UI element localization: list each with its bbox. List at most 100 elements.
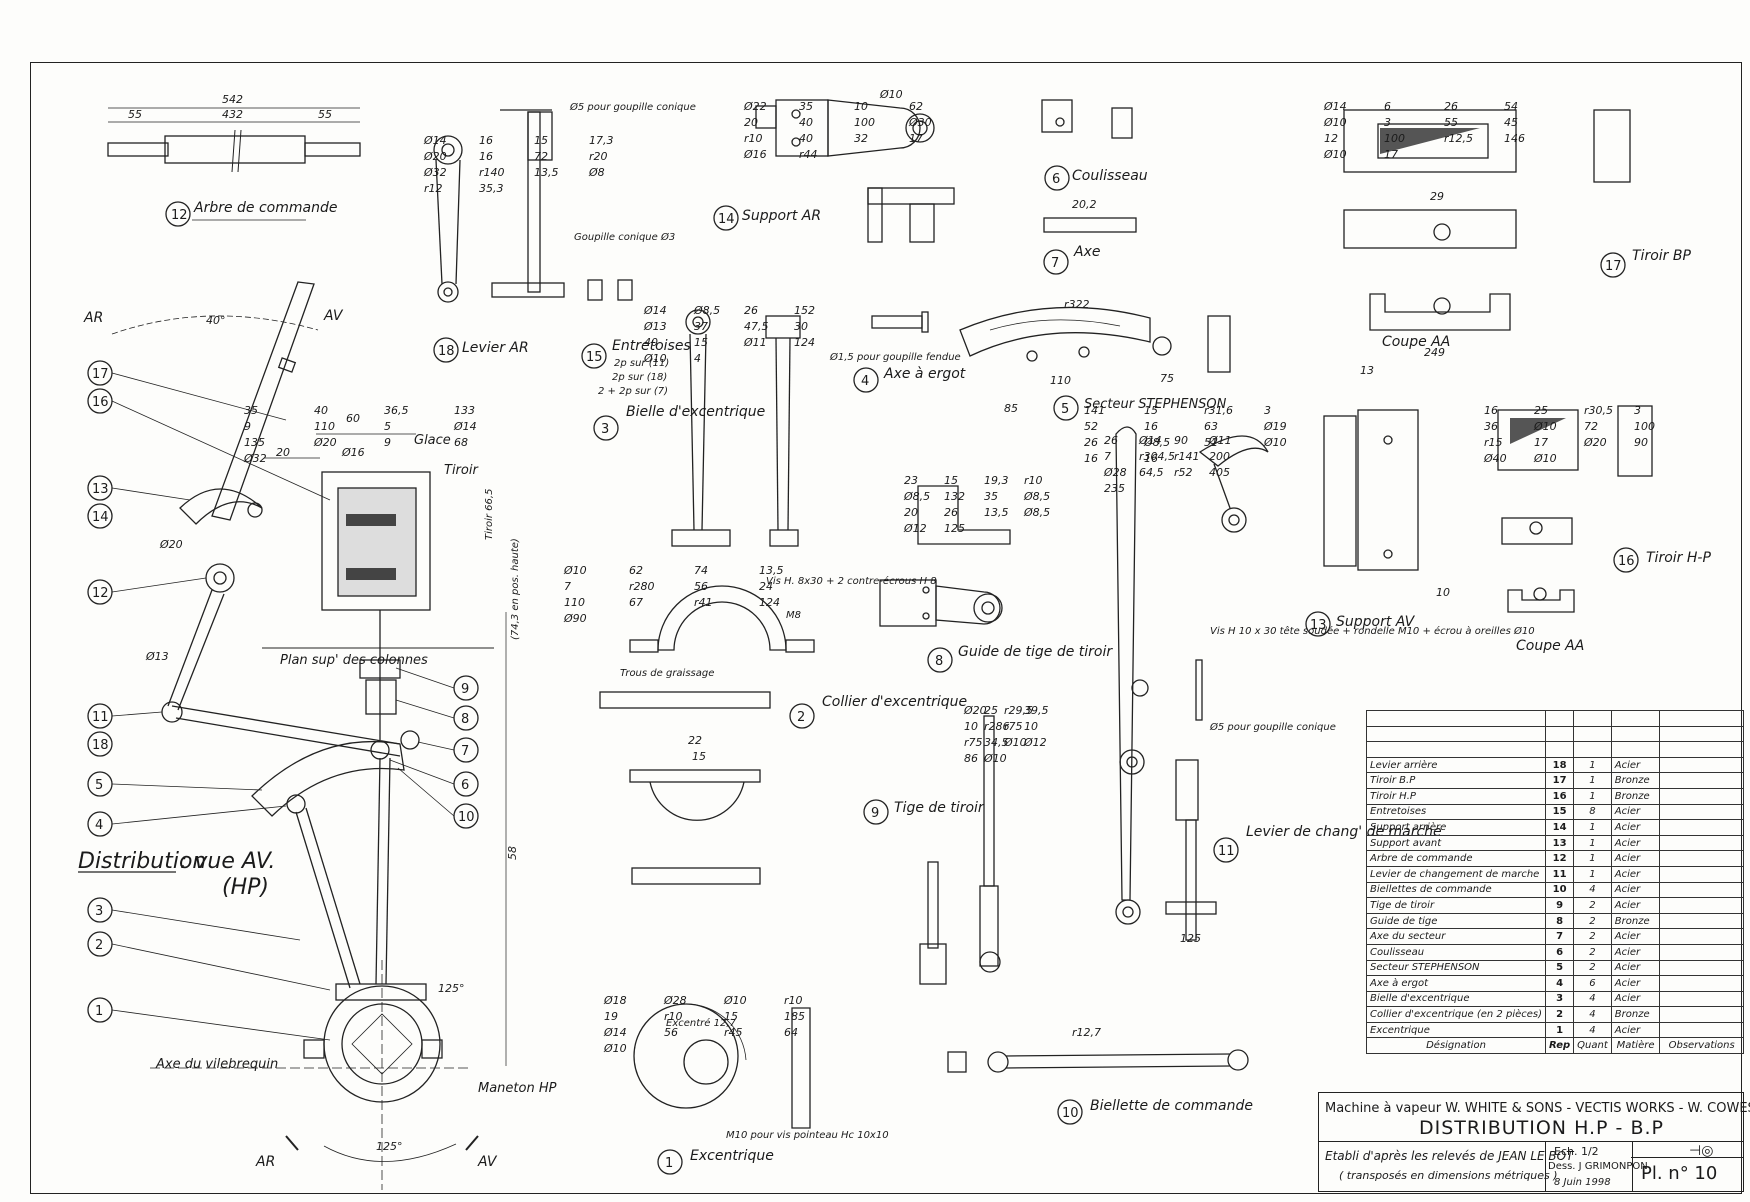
label-coupe-aa-2: Coupe AA bbox=[1516, 638, 1584, 654]
dim-r75: Ø20 bbox=[159, 538, 183, 551]
callout-16: 16 bbox=[92, 395, 109, 410]
cell-rep bbox=[1545, 725, 1575, 743]
dim-133: 249 bbox=[1424, 346, 1445, 359]
note-goupille-conique: Goupille conique Ø3 bbox=[574, 231, 675, 243]
cell-rep: 8 bbox=[1545, 912, 1575, 930]
dim-72: 60 bbox=[346, 412, 360, 425]
cell-quant: 4 bbox=[1573, 1006, 1612, 1023]
dimension-label: Ø10 bbox=[1533, 420, 1557, 433]
title-block: Machine à vapeur W. WHITE & SONS - VECTI… bbox=[1318, 1092, 1750, 1192]
dimension-label: 86 bbox=[964, 752, 978, 765]
dimension-label: 185 bbox=[784, 1010, 805, 1023]
dimension-label: Ø20 bbox=[963, 704, 987, 717]
cell-matiere bbox=[1610, 710, 1661, 727]
dimension-label: Ø8,5 bbox=[693, 304, 720, 317]
main-title-sub: (HP) bbox=[222, 875, 269, 900]
dimension-label: Ø8,5 bbox=[1143, 436, 1170, 449]
entretoises-line2: 2p sur (18) bbox=[612, 372, 667, 383]
dimension-label: 235 bbox=[1104, 482, 1125, 495]
dim-29: 13 bbox=[1360, 364, 1374, 377]
cell-rep: 16 bbox=[1545, 787, 1575, 805]
cell-quant: 2 bbox=[1573, 897, 1612, 914]
cell-matiere: Acier bbox=[1610, 756, 1661, 774]
callout-11: 11 bbox=[92, 710, 109, 725]
cell-observations bbox=[1659, 710, 1744, 727]
dimension-label: 25 bbox=[984, 704, 998, 717]
cell-designation bbox=[1365, 710, 1547, 727]
cell-matiere: Acier bbox=[1610, 819, 1661, 836]
cell-rep: 1 bbox=[1545, 1021, 1575, 1039]
callout-11-top: 11 bbox=[1218, 844, 1235, 859]
cell-quant: 4 bbox=[1573, 990, 1612, 1008]
dimension-label: 32 bbox=[854, 132, 868, 145]
dimension-label: 15 bbox=[694, 336, 708, 349]
dimension-label: 63 bbox=[1204, 420, 1218, 433]
dimension-label: 67 bbox=[629, 596, 643, 609]
cell-matiere: Acier bbox=[1610, 975, 1661, 992]
dimension-label: 54 bbox=[1504, 100, 1518, 113]
dimension-label: Ø20 bbox=[1583, 436, 1607, 449]
part-12-drawing bbox=[107, 107, 361, 173]
dimension-label: 17 bbox=[1384, 148, 1398, 161]
cell-designation: Axe du secteur bbox=[1365, 928, 1547, 945]
dimension-label: r286 bbox=[984, 720, 1010, 733]
dimension-label: Ø10 bbox=[1263, 436, 1287, 449]
dimension-label: Ø30 bbox=[908, 116, 932, 129]
title-block-scale-cell: Ech. 1/2 Dess. J GRIMONPON 8 Juin 1998 bbox=[1545, 1141, 1648, 1191]
dimension-label: Ø10 bbox=[603, 1042, 627, 1055]
cell-designation: Levier arrière bbox=[1365, 756, 1547, 774]
dimension-label: 125 bbox=[944, 522, 965, 535]
dimension-label: 17 bbox=[1534, 436, 1548, 449]
callout-13-top: 13 bbox=[1310, 618, 1327, 633]
dimension-label: r15 bbox=[1484, 436, 1503, 449]
callout-17: 17 bbox=[92, 367, 109, 382]
callout-10-top: 10 bbox=[1062, 1106, 1079, 1121]
dim-432: 432 bbox=[222, 108, 243, 121]
dimension-label: 16 bbox=[1144, 452, 1158, 465]
dimension-label: 20 bbox=[744, 116, 758, 129]
cell-designation: Tiroir H.P bbox=[1365, 787, 1547, 805]
dimension-label: r140 bbox=[479, 166, 505, 179]
dimension-label: r31,6 bbox=[1204, 404, 1233, 417]
cell-quant: 1 bbox=[1573, 850, 1612, 867]
cell-rep: 3 bbox=[1545, 990, 1575, 1008]
callout-3-top: 3 bbox=[601, 422, 609, 437]
dimension-label: Ø20 bbox=[313, 436, 337, 449]
part-17-drawing bbox=[1343, 109, 1631, 331]
cell-designation: Tige de tiroir bbox=[1365, 897, 1547, 914]
cell-rep: 18 bbox=[1545, 756, 1575, 774]
callout-5: 5 bbox=[95, 778, 103, 793]
title-block-line2: DISTRIBUTION H.P - B.P bbox=[1419, 1117, 1664, 1139]
title-block-separator bbox=[1319, 1141, 1743, 1142]
dimension-label: Ø32 bbox=[423, 166, 447, 179]
dimension-label: 10 bbox=[1024, 720, 1038, 733]
assembly-callouts: 17 16 13 14 12 11 18 5 4 3 2 1 9 bbox=[87, 360, 479, 1041]
part-4-drawing bbox=[871, 311, 929, 333]
dimension-label: 9 bbox=[384, 436, 391, 449]
cell-designation: Collier d'excentrique (en 2 pièces) bbox=[1365, 1006, 1547, 1023]
label-part-15: Entretoises bbox=[612, 338, 691, 354]
part-6-7-drawing bbox=[1041, 99, 1137, 233]
dimension-label: 15 bbox=[1144, 404, 1158, 417]
cell-designation: Secteur STEPHENSON bbox=[1365, 959, 1547, 977]
dimension-label: 200 bbox=[1209, 450, 1230, 463]
callout-6-top: 6 bbox=[1052, 172, 1060, 187]
dimension-label: 36,5 bbox=[384, 404, 409, 417]
cell-observations bbox=[1659, 990, 1744, 1008]
cell-observations bbox=[1659, 943, 1744, 961]
dim-90: 20,2 bbox=[1072, 198, 1097, 211]
dimension-label: Ø8,5 bbox=[903, 490, 930, 503]
dimension-label: Ø14 bbox=[1323, 100, 1347, 113]
dimension-label: 39,5 bbox=[1024, 704, 1049, 717]
label-part-16: Tiroir H-P bbox=[1646, 550, 1711, 566]
dimension-label: 100 bbox=[1634, 420, 1655, 433]
main-title-prefix: Distribution bbox=[78, 849, 206, 874]
dimension-label: 40 bbox=[644, 336, 658, 349]
cell-rep: 5 bbox=[1545, 959, 1575, 977]
dimension-label: 35,3 bbox=[479, 182, 504, 195]
table-row-empty bbox=[1365, 710, 1744, 727]
dimension-label: Ø12 bbox=[903, 522, 927, 535]
assembly-drawing bbox=[111, 281, 507, 1190]
dimension-label: r12,5 bbox=[1444, 132, 1473, 145]
